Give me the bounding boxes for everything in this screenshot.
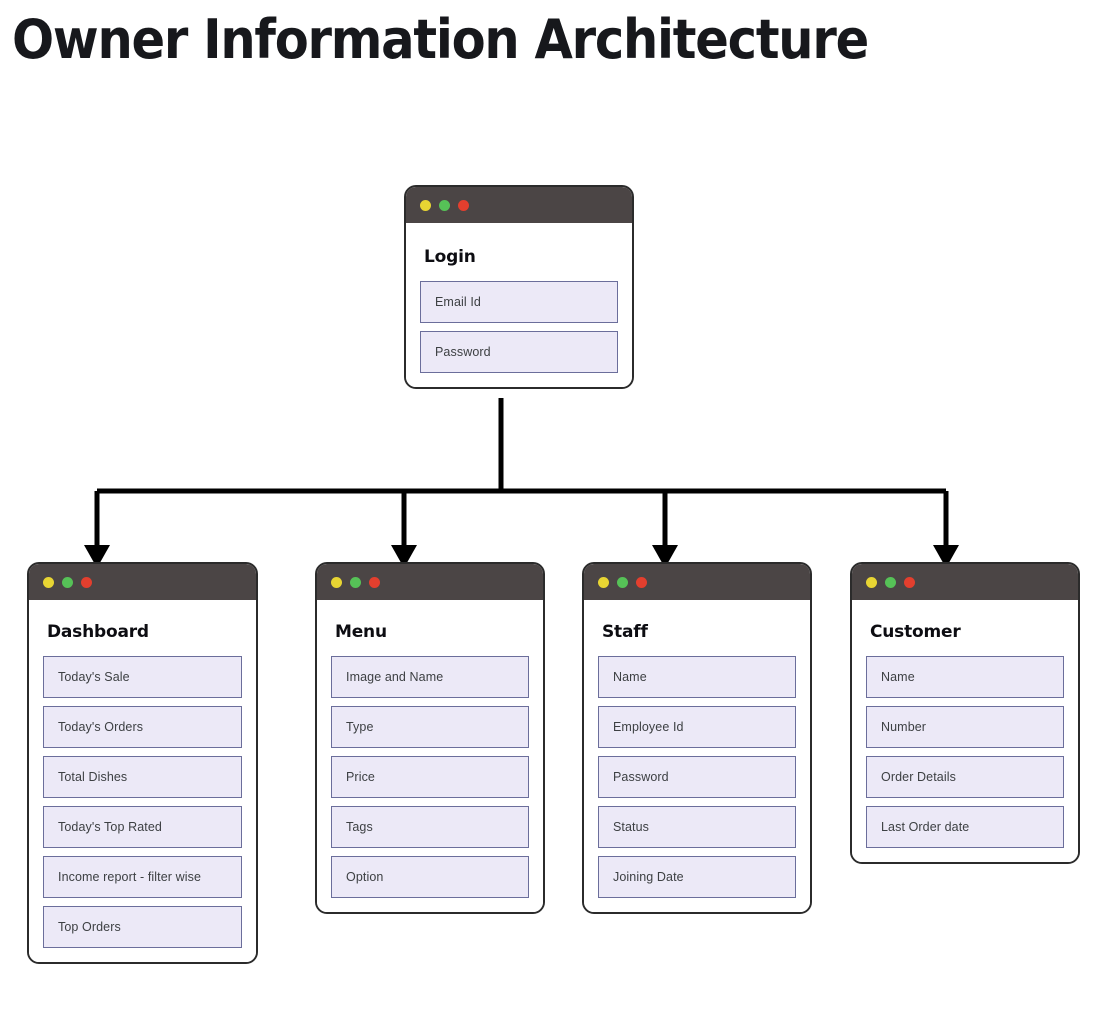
field-option[interactable]: Option (331, 856, 529, 898)
minimize-dot[interactable] (43, 576, 54, 588)
field-image-and-name[interactable]: Image and Name (331, 656, 529, 698)
card-staff: Staff Name Employee Id Password Status J… (582, 562, 812, 914)
maximize-dot[interactable] (617, 576, 628, 588)
card-heading-staff: Staff (602, 622, 648, 642)
maximize-dot[interactable] (350, 576, 361, 588)
field-price[interactable]: Price (331, 756, 529, 798)
field-status[interactable]: Status (598, 806, 796, 848)
card-heading-login: Login (424, 247, 476, 267)
field-name[interactable]: Name (866, 656, 1064, 698)
card-heading-dashboard: Dashboard (47, 622, 149, 642)
field-joining-date[interactable]: Joining Date (598, 856, 796, 898)
field-todays-sale[interactable]: Today's Sale (43, 656, 242, 698)
card-body-staff: Staff Name Employee Id Password Status J… (584, 600, 810, 912)
maximize-dot[interactable] (885, 576, 896, 588)
page-title: Owner Information Architecture (12, 8, 869, 71)
titlebar-menu (317, 564, 543, 600)
field-todays-top-rated[interactable]: Today's Top Rated (43, 806, 242, 848)
titlebar-customer (852, 564, 1078, 600)
minimize-dot[interactable] (598, 576, 609, 588)
titlebar-dashboard (29, 564, 256, 600)
titlebar-staff (584, 564, 810, 600)
titlebar-login (406, 187, 632, 223)
field-employee-id[interactable]: Employee Id (598, 706, 796, 748)
field-total-dishes[interactable]: Total Dishes (43, 756, 242, 798)
card-dashboard: Dashboard Today's Sale Today's Orders To… (27, 562, 258, 964)
maximize-dot[interactable] (62, 576, 73, 588)
card-body-menu: Menu Image and Name Type Price Tags Opti… (317, 600, 543, 912)
card-heading-menu: Menu (335, 622, 387, 642)
field-todays-orders[interactable]: Today's Orders (43, 706, 242, 748)
minimize-dot[interactable] (331, 576, 342, 588)
field-tags[interactable]: Tags (331, 806, 529, 848)
card-login: Login Email Id Password (404, 185, 634, 389)
card-body-customer: Customer Name Number Order Details Last … (852, 600, 1078, 862)
card-heading-customer: Customer (870, 622, 961, 642)
card-customer: Customer Name Number Order Details Last … (850, 562, 1080, 864)
card-menu: Menu Image and Name Type Price Tags Opti… (315, 562, 545, 914)
field-email-id[interactable]: Email Id (420, 281, 618, 323)
close-dot[interactable] (369, 576, 380, 588)
field-last-order-date[interactable]: Last Order date (866, 806, 1064, 848)
field-income-report[interactable]: Income report - filter wise (43, 856, 242, 898)
close-dot[interactable] (458, 199, 469, 211)
field-order-details[interactable]: Order Details (866, 756, 1064, 798)
minimize-dot[interactable] (420, 199, 431, 211)
card-body-dashboard: Dashboard Today's Sale Today's Orders To… (29, 600, 256, 962)
close-dot[interactable] (904, 576, 915, 588)
field-password[interactable]: Password (598, 756, 796, 798)
field-password[interactable]: Password (420, 331, 618, 373)
field-top-orders[interactable]: Top Orders (43, 906, 242, 948)
close-dot[interactable] (81, 576, 92, 588)
field-name[interactable]: Name (598, 656, 796, 698)
field-type[interactable]: Type (331, 706, 529, 748)
card-body-login: Login Email Id Password (406, 223, 632, 387)
maximize-dot[interactable] (439, 199, 450, 211)
close-dot[interactable] (636, 576, 647, 588)
minimize-dot[interactable] (866, 576, 877, 588)
field-number[interactable]: Number (866, 706, 1064, 748)
